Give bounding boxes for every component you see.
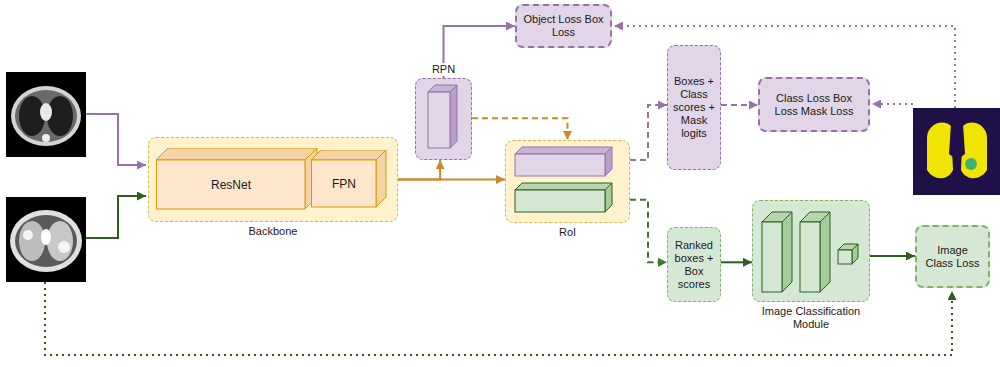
lung-mask [913, 108, 1000, 195]
ct-scan-top [6, 72, 86, 157]
text-holder: Ranked boxes + Box scores [673, 239, 715, 291]
roi-class-branch [515, 183, 612, 212]
roi-mask-branch [515, 147, 612, 176]
input-arrow [86, 114, 146, 165]
resnet-block: ResNet [156, 148, 318, 210]
block-label: FPN [311, 178, 377, 191]
flow-arrow [870, 255, 915, 257]
text-holder: ResNet [156, 179, 306, 192]
text-holder: FPN [311, 178, 377, 191]
loss-box: Image Class Loss [915, 225, 990, 288]
group-label: Backbone [247, 225, 300, 238]
block-label: ResNet [156, 179, 306, 192]
flow-arrow [721, 104, 758, 106]
cuboid-face [312, 160, 377, 207]
flow-arrow [630, 105, 667, 160]
text-holder: Class Loss Box Loss Mask Loss [765, 92, 863, 118]
cuboid-face [376, 150, 386, 207]
loss-box: Object Loss Box Loss [515, 4, 612, 48]
module-label: RoI [557, 226, 578, 239]
rpn-feature-map [428, 85, 457, 148]
flow-arrow [630, 200, 667, 262]
output-box: Ranked boxes + Box scores [667, 227, 721, 302]
mask-line [872, 103, 913, 105]
fpn-block: FPN [311, 150, 387, 208]
output-box: Boxes + Class scores + Mask logits [667, 45, 721, 170]
module-label: RPN [430, 63, 457, 76]
text-holder: Boxes + Class scores + Mask logits [673, 75, 715, 140]
loss-box: Class Loss Box Loss Mask Loss [758, 77, 870, 132]
module-label: Image Classification Module [747, 305, 875, 331]
flow-arrow [398, 179, 505, 181]
cuboid-face [157, 160, 306, 209]
ct-scan-bottom [6, 197, 86, 282]
backbone-group: BackboneResNetFPN [148, 137, 398, 222]
classifier-layers [762, 212, 858, 292]
text-holder: Object Loss Box Loss [522, 13, 605, 39]
output-label: Ranked boxes + Box scores [673, 239, 715, 291]
flow-arrow [721, 261, 752, 263]
loss-label: Object Loss Box Loss [522, 13, 605, 39]
cuboid-face [156, 148, 317, 160]
cuboid-face [311, 150, 386, 160]
loss-label: Image Class Loss [922, 244, 983, 270]
input-arrow [86, 196, 146, 238]
text-holder: Image Class Loss [922, 244, 983, 270]
flow-arrow [472, 118, 568, 140]
flow-arrow [398, 160, 440, 180]
output-label: Boxes + Class scores + Mask logits [673, 75, 715, 140]
loss-label: Class Loss Box Loss Mask Loss [765, 92, 863, 118]
